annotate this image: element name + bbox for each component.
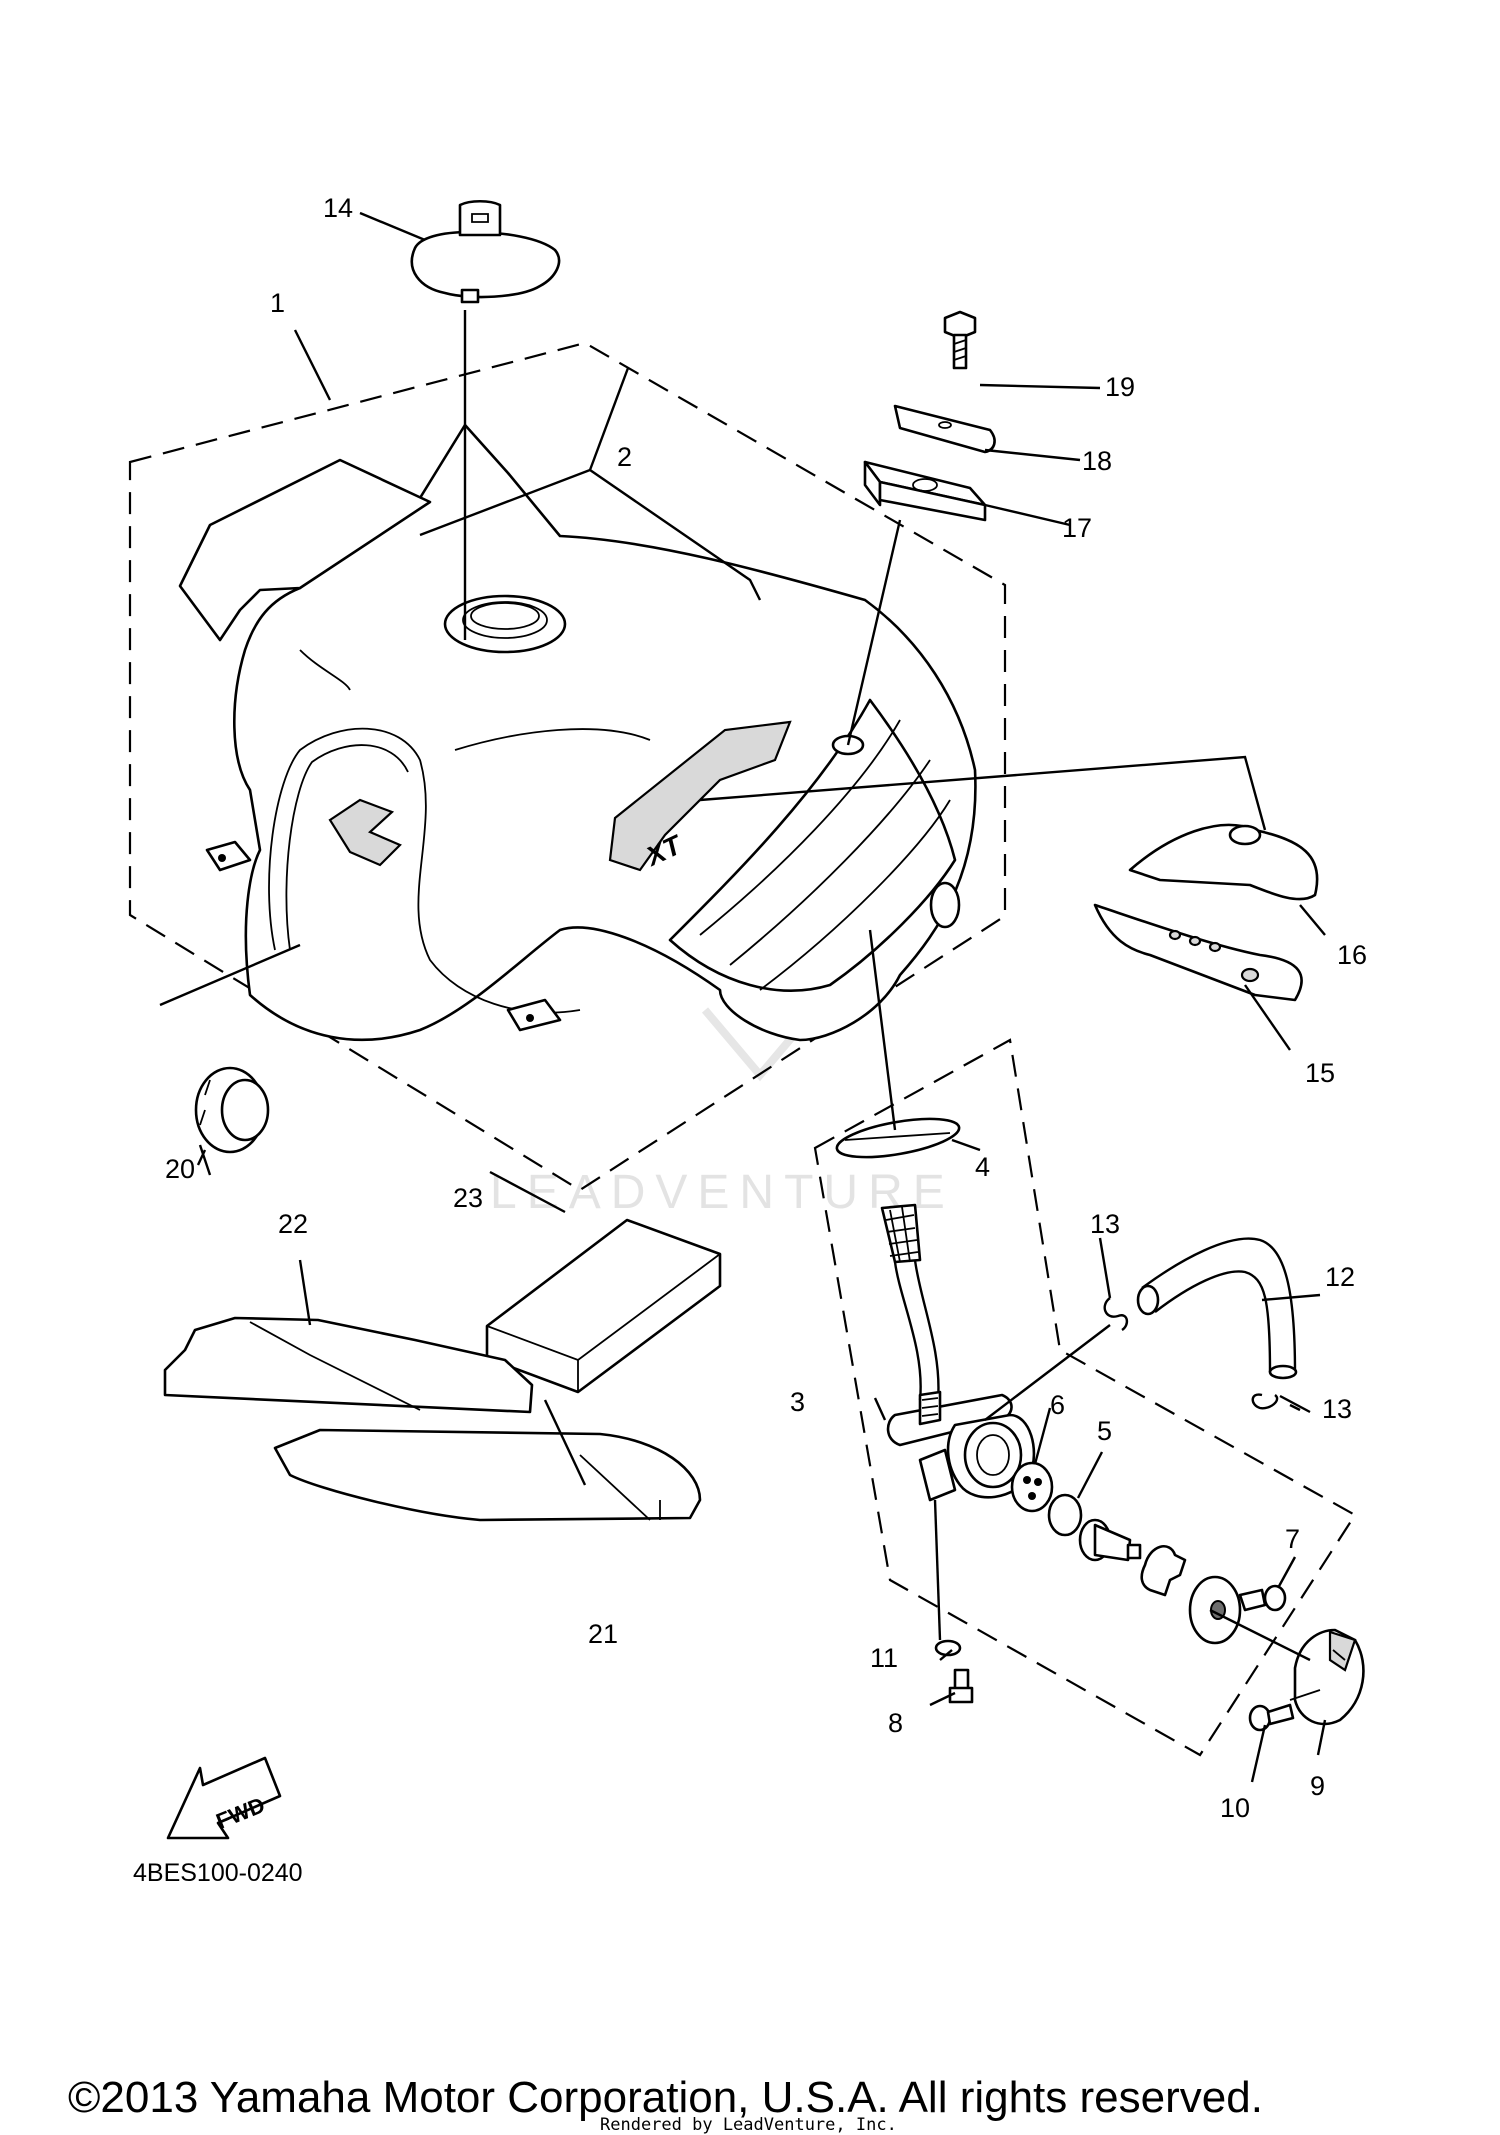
callout-15: 15 xyxy=(1305,1058,1335,1088)
callout-21: 21 xyxy=(588,1619,618,1649)
clip-13-lower xyxy=(1251,1393,1279,1410)
rear-boss xyxy=(929,881,961,929)
callout-11: 11 xyxy=(870,1643,898,1673)
tank-group-outline xyxy=(128,341,1007,1192)
callout-19: 19 xyxy=(1105,372,1135,402)
callout-22: 22 xyxy=(278,1209,308,1239)
rendered-by-notice: Rendered by LeadVenture, Inc. xyxy=(600,2115,897,2135)
fuel-cock xyxy=(880,1203,1036,1641)
callout-9: 9 xyxy=(1310,1771,1325,1801)
mount-tab-bottom xyxy=(506,998,562,1032)
washer-11 xyxy=(934,1639,962,1657)
callout-18: 18 xyxy=(1082,446,1112,476)
copyright-notice: ©2013 Yamaha Motor Corporation, U.S.A. A… xyxy=(68,2073,1263,2122)
callout-13-upper: 13 xyxy=(1090,1209,1120,1239)
callout-13-lower: 13 xyxy=(1322,1394,1352,1424)
callout-1: 1 xyxy=(270,288,285,318)
callout-2: 2 xyxy=(617,442,632,472)
callout-14: 14 xyxy=(323,193,353,223)
pad-22 xyxy=(163,1316,534,1414)
lever-shaft xyxy=(1078,1518,1142,1562)
callout-7: 7 xyxy=(1285,1524,1300,1554)
screw-7 xyxy=(1238,1584,1287,1612)
damper-4 xyxy=(835,1117,961,1159)
callout-6: 6 xyxy=(1050,1390,1065,1420)
pad-23 xyxy=(485,1218,722,1394)
bolt-19 xyxy=(943,310,977,370)
lever-plate xyxy=(1188,1575,1242,1645)
watermark-text: LEADVENTURE xyxy=(490,1166,955,1219)
plate-18 xyxy=(893,404,996,454)
callout-17: 17 xyxy=(1062,513,1092,543)
bracket-16 xyxy=(1128,823,1319,901)
fuel-strainer xyxy=(880,1203,922,1264)
clip-13-upper xyxy=(1103,1297,1129,1332)
callout-8: 8 xyxy=(888,1708,903,1738)
callout-3: 3 xyxy=(790,1387,805,1417)
screw-10 xyxy=(1248,1703,1295,1732)
lever-clip xyxy=(1140,1545,1187,1597)
leader-lines xyxy=(159,211,1327,1783)
fuel-cap xyxy=(410,199,561,304)
gasket-6 xyxy=(1010,1461,1054,1513)
o-ring-5 xyxy=(1047,1493,1083,1537)
bracket-15 xyxy=(1093,903,1303,1002)
callout-10: 10 xyxy=(1220,1793,1250,1823)
callout-16: 16 xyxy=(1337,940,1367,970)
damper-17 xyxy=(863,460,987,522)
mount-tab-left xyxy=(205,840,252,872)
figure-code: 4BES100-0240 xyxy=(133,1859,303,1887)
callout-12: 12 xyxy=(1325,1262,1355,1292)
grommet-20 xyxy=(194,1066,270,1154)
fuel-cock-group-outline xyxy=(813,1038,1357,1757)
lever-9 xyxy=(1293,1628,1365,1726)
callouts: 1 2 3 4 5 6 7 8 9 10 11 12 13 13 14 15 1… xyxy=(165,193,1367,1823)
hose-12 xyxy=(1136,1237,1298,1380)
fuel-tank: XT xyxy=(178,423,977,1042)
callout-20: 20 xyxy=(165,1154,195,1184)
callout-5: 5 xyxy=(1097,1416,1112,1446)
screw-8 xyxy=(948,1668,974,1704)
fwd-arrow: FWD xyxy=(166,1756,282,1840)
watermark: LEADVENTURE xyxy=(490,884,955,1219)
pad-21 xyxy=(273,1428,702,1522)
callout-23: 23 xyxy=(453,1183,483,1213)
callout-4: 4 xyxy=(975,1152,990,1182)
